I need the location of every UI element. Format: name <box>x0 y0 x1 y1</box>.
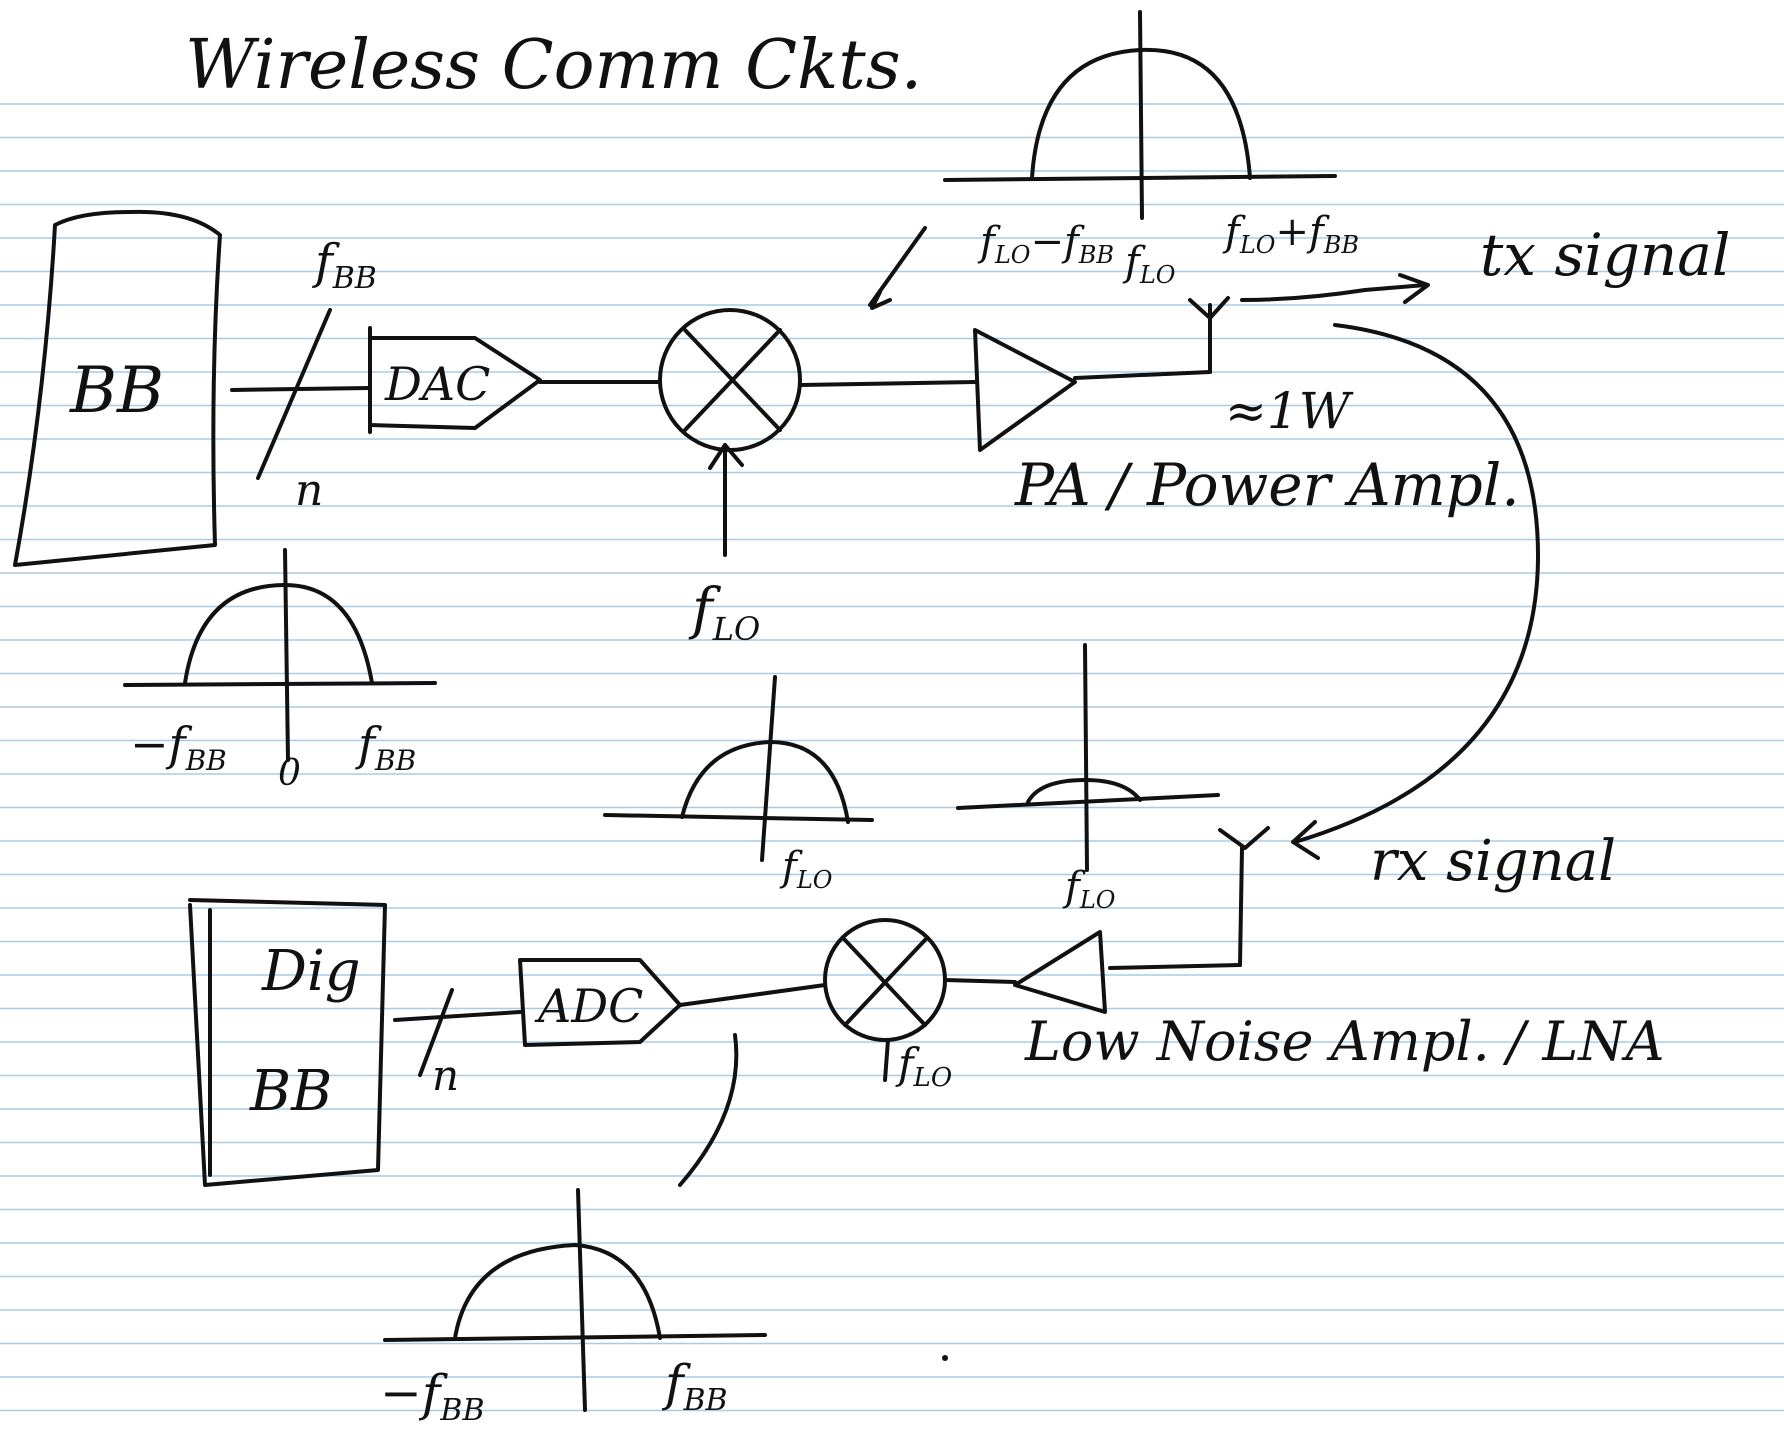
rx-bb-spectrum-center-line <box>576 1188 587 1412</box>
dig-bb-block <box>188 898 387 1187</box>
tx-bus-width-label: n <box>295 465 323 516</box>
lna-to-mixer-wire <box>943 978 1017 984</box>
rx-antenna-icon <box>1218 826 1270 850</box>
rx-antenna-spectrum-center-line <box>1083 643 1089 872</box>
rx-bb-spectrum-curve <box>453 1243 662 1340</box>
bb-block <box>13 209 222 567</box>
lna-label: Low Noise Ampl. / LNA <box>1024 1010 1664 1073</box>
bb-spectrum-zero-label: 0 <box>278 753 301 794</box>
adc-block <box>518 958 682 1047</box>
adc-spectrum-pointer <box>678 1033 739 1187</box>
bb-spectrum-curve <box>183 583 374 685</box>
rx-bb-spectrum-axis <box>383 1333 767 1342</box>
rx-mixer <box>823 918 947 1042</box>
rx-bus-slash <box>418 988 454 1077</box>
rx-mixer-cross-b <box>843 938 927 1027</box>
tx-lo-label: fLO <box>688 577 760 648</box>
pa-spectrum-left-label: fLO−fBB <box>977 219 1114 269</box>
tx-antenna-icon <box>1188 296 1230 320</box>
pa-spectrum-center-line <box>1138 10 1144 220</box>
page-title: Wireless Comm Ckts. <box>185 26 922 105</box>
stray-dot <box>942 1355 948 1361</box>
mixer-to-pa-wire <box>798 380 977 387</box>
bb-spectrum-pos-label: fBB <box>355 717 416 777</box>
tx-bus-slash <box>256 308 332 480</box>
tx-signal-label: tx signal <box>1480 221 1730 289</box>
rx-bb-spectrum-pos-label: fBB <box>661 1354 728 1418</box>
rx-mixer-spectrum-axis <box>603 813 874 822</box>
dig-bb-label-line2: BB <box>249 1059 332 1124</box>
tx-spectrum-pointer-head <box>870 290 892 310</box>
pa-spectrum-curve <box>1030 47 1252 180</box>
pa-spectrum-mid-label: fLO <box>1122 239 1176 289</box>
rx-mixer-spectrum-center-line <box>760 675 777 862</box>
tx-lo-arrowhead <box>708 443 744 470</box>
rx-antenna-feed <box>1238 846 1244 967</box>
tx-power-label: ≈1W <box>1225 382 1354 440</box>
bb-block-label: BB <box>69 354 164 428</box>
bb-spectrum-center-line <box>283 548 290 762</box>
bb-spectrum-axis <box>123 681 437 687</box>
rx-antenna-spectrum-curve <box>1026 778 1142 804</box>
rx-bus-width-label: n <box>432 1051 459 1100</box>
rx-lo-label: fLO <box>895 1039 952 1093</box>
pa-spectrum-right-label: fLO+fBB <box>1222 209 1359 259</box>
rx-lo-wire <box>883 1038 890 1082</box>
dig-bb-label-line1: Dig <box>261 939 361 1004</box>
rx-mixer-spectrum-label: fLO <box>779 844 833 894</box>
rx-signal-label: rx signal <box>1370 829 1616 894</box>
tx-to-rx-coupling-arrowhead <box>1291 820 1320 860</box>
dac-label: DAC <box>384 357 490 411</box>
tx-radiated-arrow <box>1240 283 1427 302</box>
tx-to-rx-coupling-curve <box>1293 323 1541 844</box>
rx-bb-spectrum-neg-label: −fBB <box>380 1364 485 1428</box>
f-bb-top-label: fBB <box>312 234 377 296</box>
tx-radiated-arrowhead <box>1398 273 1430 304</box>
pa-label: PA / Power Ampl. <box>1014 451 1520 519</box>
adc-label: ADC <box>534 979 643 1033</box>
rx-bus-wire <box>393 1010 522 1022</box>
bb-spectrum-neg-label: −fBB <box>130 717 227 777</box>
lna-amplifier <box>1013 930 1107 1014</box>
rx-mixer-spectrum-curve <box>680 740 850 824</box>
pa-output-wire <box>1073 370 1212 380</box>
pa-amplifier <box>973 328 1077 452</box>
ruled-lines <box>0 103 1784 1412</box>
rx-antenna-spectrum-label: fLO <box>1062 864 1116 914</box>
mixer-to-adc-wire <box>678 983 827 1007</box>
tx-mixer-cross-b <box>683 328 782 432</box>
rx-antenna-to-lna-wire <box>1108 963 1242 970</box>
tx-bus-wire <box>230 386 372 392</box>
